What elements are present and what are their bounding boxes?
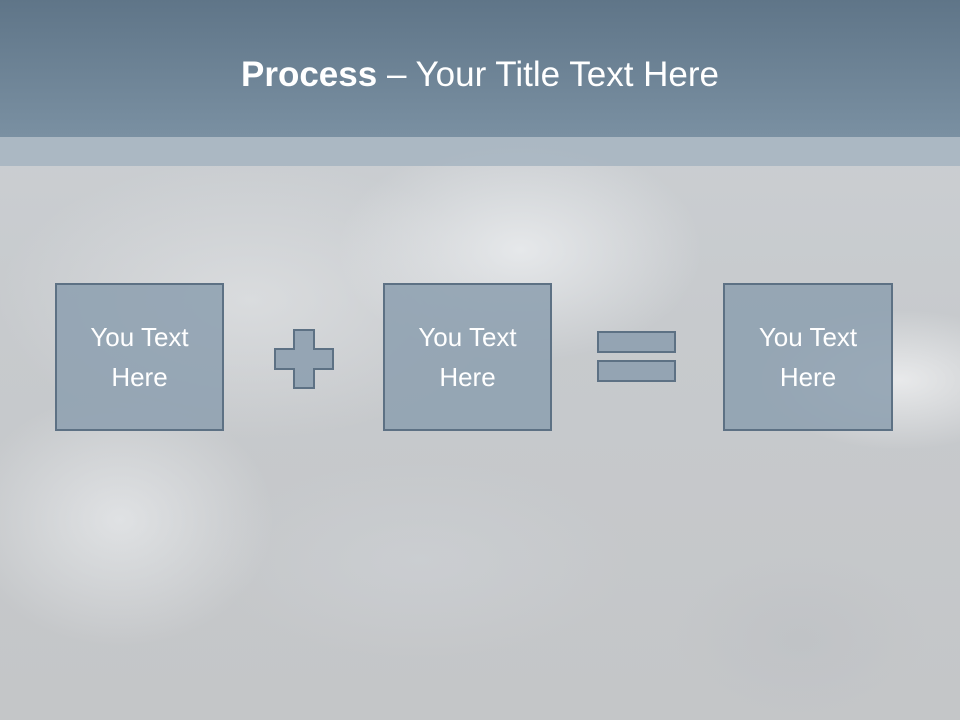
equals-icon [597, 331, 676, 382]
box-3-text: You Text Here [758, 322, 858, 392]
process-box-1[interactable]: You Text Here [55, 283, 224, 431]
process-box-3[interactable]: You Text Here [723, 283, 893, 431]
process-box-2[interactable]: You Text Here [383, 283, 552, 431]
box-2-text: You Text Here [418, 322, 517, 392]
plus-icon [274, 329, 334, 389]
slide-title: Process – Your Title Text Here [0, 52, 960, 98]
title-bold: Process [241, 55, 378, 94]
title-header [0, 0, 960, 137]
header-band [0, 137, 960, 166]
title-rest: – Your Title Text Here [377, 55, 719, 94]
box-1-text: You Text Here [90, 322, 189, 392]
